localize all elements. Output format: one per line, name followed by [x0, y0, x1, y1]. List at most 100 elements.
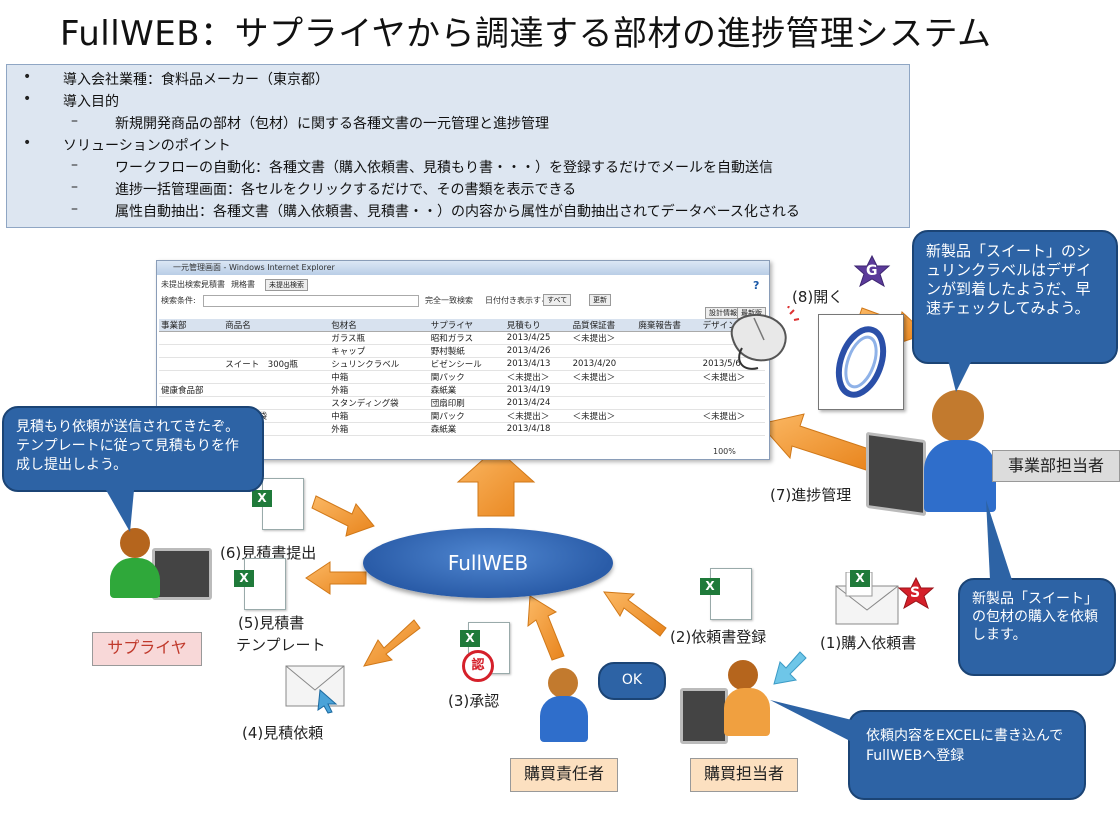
- filter-select[interactable]: すべて: [543, 294, 572, 306]
- update-button[interactable]: 更新: [589, 294, 611, 306]
- supplier-cell[interactable]: 昭和ガラス: [428, 331, 505, 345]
- design-cell[interactable]: [700, 422, 765, 436]
- estimate-cell[interactable]: 2013/4/26: [504, 344, 571, 358]
- design-document: [818, 314, 904, 410]
- supplier-cell[interactable]: 関パック: [428, 409, 505, 423]
- label-submit-estimate: (6)見積書提出: [220, 544, 317, 562]
- purchase-staff-bubble: 依頼内容をEXCELに書き込んでFullWEBへ登録: [848, 710, 1086, 800]
- bubble-tail: [986, 500, 1012, 580]
- dash: –: [71, 157, 78, 173]
- quality-cell[interactable]: [570, 422, 637, 436]
- label-register: (2)依頼書登録: [670, 628, 767, 646]
- quality-cell[interactable]: ＜未提出＞: [570, 409, 637, 423]
- material-cell[interactable]: 中箱: [329, 409, 429, 423]
- estimate-cell[interactable]: 2013/4/19: [504, 383, 571, 397]
- info-purpose-heading: 導入目的: [63, 94, 119, 110]
- filter-option-spec[interactable]: 規格書: [231, 280, 255, 289]
- dash: –: [71, 113, 78, 129]
- supplier-bubble: 見積もり依頼が送信されてきたぞ。テンプレートに従って見積もりを作成し提出しよう。: [2, 406, 264, 492]
- bubble-tail: [106, 490, 134, 532]
- col-material: 包材名: [329, 319, 429, 332]
- supplier-cell[interactable]: 森紙業: [428, 422, 505, 436]
- estimate-cell[interactable]: 2013/4/18: [504, 422, 571, 436]
- design-cell[interactable]: ＜未提出＞: [700, 409, 765, 423]
- info-industry: 導入会社業種：食料品メーカー（東京都）: [63, 72, 329, 88]
- disposal-cell[interactable]: [636, 422, 701, 436]
- dept-cell: [159, 357, 224, 371]
- material-cell[interactable]: シュリンクラベル: [329, 357, 429, 371]
- role-purchase-manager: 購買責任者: [510, 758, 618, 792]
- quality-cell[interactable]: [570, 344, 637, 358]
- material-cell[interactable]: ガラス瓶: [329, 331, 429, 345]
- supplier-cell[interactable]: 森紙業: [428, 383, 505, 397]
- estimate-cell[interactable]: 2013/4/24: [504, 396, 571, 410]
- progress-browser-window[interactable]: 一元管理画面 - Windows Internet Explorer 未提出検索…: [156, 260, 770, 460]
- dept-cell: [159, 370, 224, 384]
- design-cell[interactable]: 2013/5/6: [700, 357, 765, 371]
- estimate-cell[interactable]: ＜未提出＞: [504, 409, 571, 423]
- material-cell[interactable]: 中箱: [329, 370, 429, 384]
- page-title: FullWEB：サプライヤから調達する部材の進捗管理システム: [60, 14, 992, 54]
- disposal-cell[interactable]: [636, 331, 701, 345]
- purchase-request-bubble: 新製品「スイート」の包材の購入を依頼します。: [958, 578, 1116, 676]
- dept-cell: [159, 331, 224, 345]
- zoom-level[interactable]: 100%: [713, 447, 736, 456]
- excel-icon: X: [234, 570, 254, 587]
- col-supplier: サプライヤ: [428, 319, 505, 332]
- quality-cell[interactable]: [570, 396, 637, 410]
- table-header-row: 事業部 商品名 包材名 サプライヤ 見積もり 品質保証書 廃棄報告書 デザイン: [159, 319, 765, 332]
- material-cell[interactable]: 外箱: [329, 383, 429, 397]
- design-info-button[interactable]: 設計情報: [705, 307, 741, 319]
- search-condition-label: 検索条件:: [161, 296, 196, 305]
- estimate-cell[interactable]: ＜未提出＞: [504, 370, 571, 384]
- quality-cell[interactable]: ＜未提出＞: [570, 331, 637, 345]
- help-icon[interactable]: ?: [753, 279, 760, 292]
- show-dated-checkbox[interactable]: 日付付き表示する: [485, 296, 549, 305]
- info-point-progress: 進捗一括管理画面：各セルをクリックするだけで、その書類を表示できる: [115, 182, 577, 198]
- bubble-tail: [770, 700, 852, 742]
- quality-cell[interactable]: [570, 383, 637, 397]
- purchase-staff-monitor-icon: [680, 688, 728, 744]
- search-input[interactable]: [203, 295, 419, 307]
- dept-monitor-icon: [866, 431, 926, 517]
- material-cell[interactable]: スタンディング袋: [329, 396, 429, 410]
- quality-cell[interactable]: 2013/4/20: [570, 357, 637, 371]
- supplier-cell[interactable]: 関パック: [428, 370, 505, 384]
- supplier-cell[interactable]: ビゼンシール: [428, 357, 505, 371]
- table-row[interactable]: 中箱関パック＜未提出＞＜未提出＞＜未提出＞: [159, 370, 765, 384]
- dept-staff-body: [924, 440, 996, 512]
- exact-match-checkbox[interactable]: 完全一致検索: [425, 296, 473, 305]
- filter-option-estimate[interactable]: 見積書: [201, 280, 225, 289]
- purchase-staff-avatar: [728, 660, 758, 690]
- disposal-cell[interactable]: [636, 396, 701, 410]
- disposal-cell[interactable]: [636, 409, 701, 423]
- bullet: •: [23, 69, 32, 85]
- bullet: •: [23, 91, 32, 107]
- arrow-register: [603, 591, 667, 637]
- supplier-cell[interactable]: 団扇印刷: [428, 396, 505, 410]
- design-cell[interactable]: [700, 383, 765, 397]
- quality-cell[interactable]: ＜未提出＞: [570, 370, 637, 384]
- label-approve: (3)承認: [448, 692, 500, 710]
- disposal-cell[interactable]: [636, 370, 701, 384]
- material-cell[interactable]: キャップ: [329, 344, 429, 358]
- unsubmitted-search-button[interactable]: 未提出検索: [265, 279, 308, 291]
- estimate-cell[interactable]: 2013/4/13: [504, 357, 571, 371]
- disposal-cell[interactable]: [636, 383, 701, 397]
- excel-icon: X: [850, 570, 870, 587]
- supplier-cell[interactable]: 野村製紙: [428, 344, 505, 358]
- design-cell[interactable]: [700, 396, 765, 410]
- design-cell[interactable]: ＜未提出＞: [700, 370, 765, 384]
- disposal-cell[interactable]: [636, 357, 701, 371]
- disposal-cell[interactable]: [636, 344, 701, 358]
- material-cell[interactable]: 外箱: [329, 422, 429, 436]
- dash: –: [71, 201, 78, 217]
- progress-table: 事業部 商品名 包材名 サプライヤ 見積もり 品質保証書 廃棄報告書 デザイン …: [159, 319, 765, 436]
- role-dept-staff: 事業部担当者: [992, 450, 1120, 482]
- estimate-cell[interactable]: 2013/4/25: [504, 331, 571, 345]
- info-purpose: 新規開発商品の部材（包材）に関する各種文書の一元管理と進捗管理: [115, 116, 549, 132]
